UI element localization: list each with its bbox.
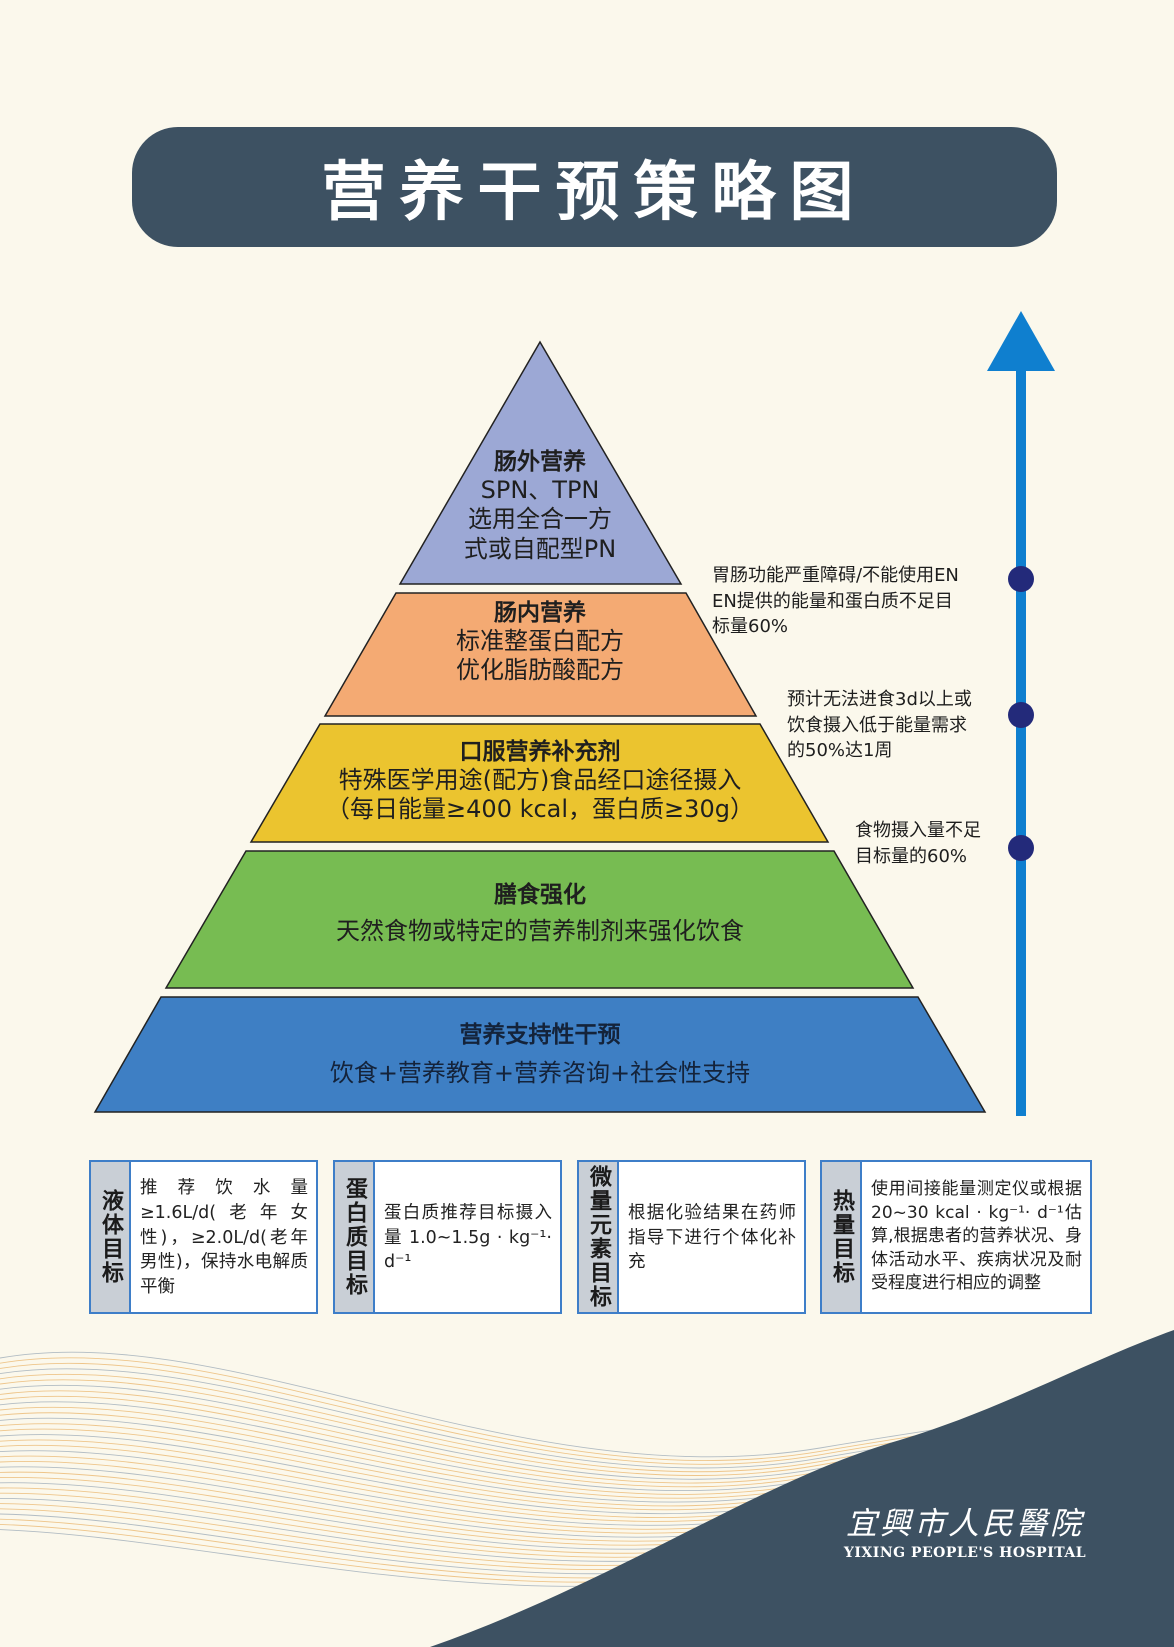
layer-line: （每日能量≥400 kcal，蛋白质≥30g） [326, 795, 754, 824]
annotation-line: 胃肠功能严重障碍/不能使用EN [712, 565, 959, 586]
layer-line: 特殊医学用途(配方)食品经口途径摄入 [338, 766, 742, 795]
page-title: 营养干预策略图 [321, 156, 868, 230]
layer-ons-text: 口服营养补充剂 特殊医学用途(配方)食品经口途径摄入 （每日能量≥400 kca… [300, 738, 780, 825]
layer-support-text: 营养支持性干预 饮食+营养教育+营养咨询+社会性支持 [220, 1021, 860, 1088]
layer-enteral-text: 肠内营养 标准整蛋白配方 优化脂肪酸配方 [390, 599, 690, 686]
target-text: 推荐饮水量≥1.6L/d(老年女性)，≥2.0L/d(老年男性)，保持水电解质平… [140, 1177, 308, 1298]
annotation-line: 的50%达1周 [787, 740, 893, 762]
escalation-marker [1008, 835, 1034, 861]
target-label: 蛋白质目标 [335, 1162, 375, 1312]
layer-heading: 营养支持性干预 [459, 1022, 621, 1048]
target-text: 蛋白质推荐目标摄入量 1.0~1.5g · kg⁻¹· d⁻¹ [384, 1202, 552, 1273]
layer-line: 优化脂肪酸配方 [456, 656, 624, 685]
layer-parenteral-text: 肠外营养 SPN、TPN 选用全合一方 式或自配型PN [420, 448, 660, 564]
footer-wave-decoration [0, 1330, 1174, 1647]
escalation-annotation-ons: 食物摄入量不足 目标量的60% [855, 818, 1005, 869]
target-box-protein: 蛋白质目标 蛋白质推荐目标摄入量 1.0~1.5g · kg⁻¹· d⁻¹ [333, 1160, 562, 1314]
target-label: 微量元素目标 [579, 1162, 619, 1312]
layer-line: SPN、TPN [480, 476, 600, 505]
escalation-annotation-enteral: 预计无法进食3d以上或 饮食摄入低于能量需求 的50%达1周 [787, 687, 1007, 764]
annotation-line: 饮食摄入低于能量需求 [787, 714, 967, 736]
pyramid-diagram [93, 311, 1055, 1116]
title-banner: 营养干预策略图 [132, 127, 1057, 247]
footer-dark-corner [430, 1330, 1174, 1647]
annotation-line: EN提供的能量和蛋白质不足目 [712, 590, 953, 612]
layer-line: 饮食+营养教育+营养咨询+社会性支持 [329, 1059, 751, 1088]
target-box-fluid: 液体目标 推荐饮水量≥1.6L/d(老年女性)，≥2.0L/d(老年男性)，保持… [89, 1160, 318, 1314]
layer-line: 式或自配型PN [463, 534, 617, 563]
escalation-marker [1008, 566, 1034, 592]
layer-heading: 肠内营养 [494, 600, 586, 626]
pyramid-layer-ons [249, 723, 830, 843]
hospital-name-en: YIXING PEOPLE'S HOSPITAL [843, 1545, 1087, 1561]
hospital-logo: 宜興市人民醫院 YIXING PEOPLE'S HOSPITAL [835, 1498, 1095, 1561]
layer-line: 天然食物或特定的营养制剂来强化饮食 [336, 917, 744, 946]
layer-fortification-text: 膳食强化 天然食物或特定的营养制剂来强化饮食 [240, 881, 840, 946]
layer-heading: 膳食强化 [494, 882, 586, 908]
target-text: 使用间接能量测定仪或根据20~30 kcal · kg⁻¹· d⁻¹估算,根据患… [871, 1179, 1082, 1294]
target-text: 根据化验结果在药师指导下进行个体化补充 [628, 1202, 796, 1273]
target-box-energy: 热量目标 使用间接能量测定仪或根据20~30 kcal · kg⁻¹· d⁻¹估… [820, 1160, 1092, 1314]
target-label: 液体目标 [91, 1162, 131, 1312]
pyramid-layer-parenteral [398, 340, 683, 585]
pyramid-layer-enteral [323, 592, 758, 717]
annotation-line: 目标量的60% [855, 845, 968, 867]
layer-heading: 肠外营养 [494, 449, 586, 475]
escalation-annotation-parenteral: 胃肠功能严重障碍/不能使用EN EN提供的能量和蛋白质不足目 标量60% [712, 563, 1002, 640]
pyramid-layer-fortification [164, 850, 915, 989]
annotation-line: 标量60% [712, 616, 789, 638]
annotation-line: 预计无法进食3d以上或 [787, 689, 972, 710]
pyramid-layer-support [93, 996, 987, 1113]
target-box-micronutrient: 微量元素目标 根据化验结果在药师指导下进行个体化补充 [577, 1160, 806, 1314]
layer-line: 标准整蛋白配方 [456, 627, 624, 656]
layer-heading: 口服营养补充剂 [459, 739, 621, 765]
layer-line: 选用全合一方 [468, 505, 612, 534]
escalation-arrow-shaft [1016, 360, 1026, 1116]
annotation-line: 食物摄入量不足 [855, 820, 981, 841]
escalation-marker [1008, 702, 1034, 728]
target-label: 热量目标 [822, 1162, 862, 1312]
hospital-name-cn: 宜興市人民醫院 [846, 1506, 1084, 1542]
up-arrow-icon [987, 311, 1055, 371]
